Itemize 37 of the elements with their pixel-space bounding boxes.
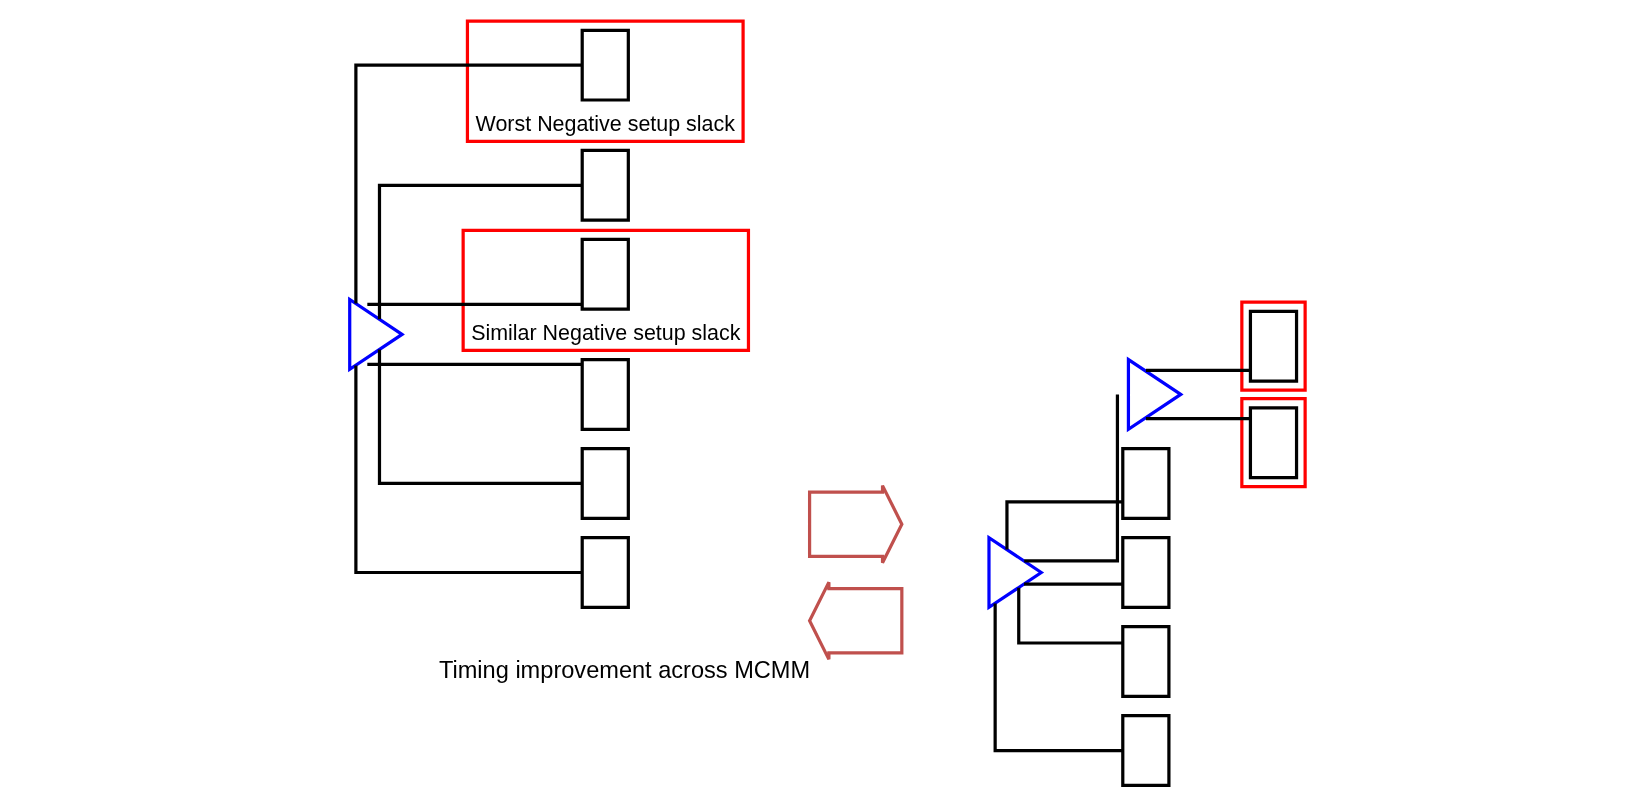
- cluster: [1239, 300, 1307, 392]
- connector: [1023, 394, 1119, 563]
- node-label: Similar Negative setup slack: [470, 320, 740, 345]
- cluster: [1239, 397, 1307, 489]
- node-box: [1120, 536, 1170, 609]
- node-arrow: [807, 580, 903, 661]
- connector: [366, 362, 582, 367]
- connector: [353, 365, 582, 575]
- node-arrow: [807, 484, 904, 565]
- node-label: Timing improvement across MCMM: [438, 657, 810, 684]
- connector: [993, 603, 1123, 753]
- node-triangle: [347, 296, 405, 373]
- node-box: [1120, 625, 1170, 698]
- cluster: [465, 19, 745, 143]
- node-box: [580, 237, 630, 311]
- node-box: [580, 357, 630, 431]
- connector: [353, 63, 582, 304]
- connector: [377, 349, 582, 486]
- node-box: [1248, 406, 1298, 480]
- cluster: [461, 228, 750, 353]
- node-label: Worst Negative setup slack: [475, 111, 735, 136]
- connector: [366, 302, 582, 306]
- node-triangle: [986, 534, 1044, 611]
- connector: [1023, 582, 1123, 586]
- node-box: [1248, 309, 1298, 383]
- node-box: [580, 536, 630, 609]
- node-box: [1120, 447, 1170, 520]
- connector: [1004, 500, 1123, 550]
- node-box: [580, 28, 630, 102]
- node-triangle: [1126, 356, 1184, 433]
- connector: [1145, 416, 1250, 421]
- node-box: [580, 148, 630, 222]
- node-box: [1120, 714, 1170, 787]
- connector: [1016, 587, 1123, 645]
- connector: [1145, 368, 1250, 372]
- node-box: [580, 447, 630, 520]
- connector: [377, 183, 582, 320]
